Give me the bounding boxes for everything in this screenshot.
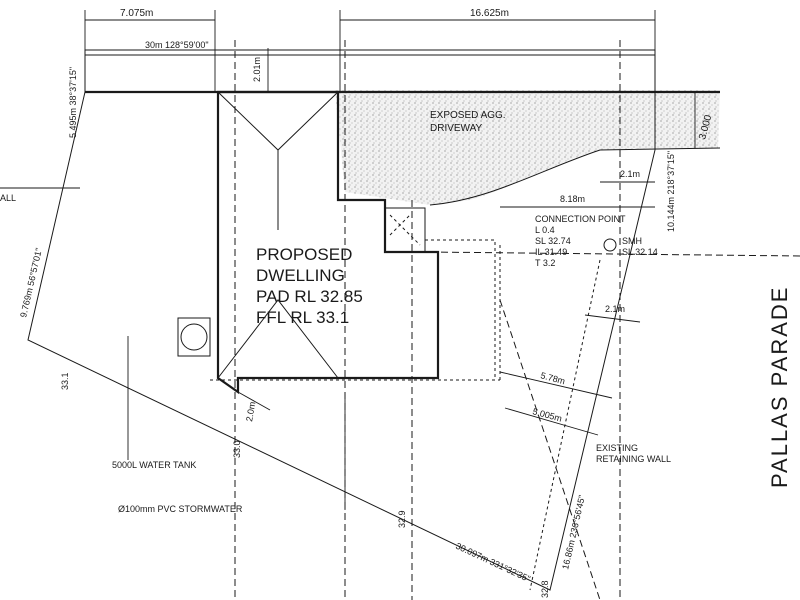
retaining-label-2: RETAINING WALL	[596, 454, 671, 464]
dim-top-right-label: 16.625m	[470, 8, 509, 19]
rl-bottom-mid-label: 32.9	[397, 510, 407, 528]
bottom-boundary-label: 30.097m 331°32'35"	[454, 541, 532, 584]
roof-hip-lines	[217, 91, 339, 379]
water-tank-label: 5000L WATER TANK	[112, 460, 196, 470]
wall-fragment-label: ALL	[0, 193, 16, 203]
driveway-area	[335, 90, 720, 205]
dim-side-setback-b	[584, 314, 641, 323]
left-short-label: 5.495m 38°37'15"	[68, 67, 78, 138]
top-boundary-label: 30m 128°59'00"	[145, 40, 209, 50]
garage-wall	[425, 239, 496, 378]
dim-top-left-label: 7.075m	[120, 8, 153, 19]
rl-left-label: 33.1	[60, 372, 70, 390]
dim-rear-b	[504, 407, 599, 436]
water-tank	[180, 323, 208, 351]
retaining-label-1: EXISTING	[596, 443, 638, 453]
right-upper-label: 10.144m 218°37'15"	[666, 151, 676, 232]
dwelling-label-1: PROPOSED	[256, 245, 352, 264]
connection-label: CONNECTION POINT	[535, 214, 626, 224]
conn-sl-label: SL 32.74	[535, 236, 571, 246]
side-setback-b-label: 2.1m	[605, 304, 625, 314]
dim-rear-a	[499, 371, 613, 399]
driveway-label-1: EXPOSED AGG.	[430, 110, 506, 121]
conn-t-label: T 3.2	[535, 258, 555, 268]
smh-sl-label: SL 32.14	[622, 247, 658, 257]
dwelling-outline	[216, 90, 440, 395]
dim-rear-setback	[237, 391, 271, 411]
dwelling-label-4: FFL RL 33.1	[256, 308, 349, 327]
sewer-manhole-icon	[603, 238, 617, 252]
rear-setback-line	[499, 299, 601, 600]
rear-dist-b-label: 5.005m	[531, 406, 563, 423]
conn-il-label: IL 31.49	[535, 247, 567, 257]
left-long-label: 9.769m 56°57'01"	[18, 247, 44, 319]
street-name-label: PALLAS PARADE	[767, 286, 792, 488]
smh-label: SMH	[622, 236, 642, 246]
sewer-offset-label: 8.18m	[560, 194, 585, 204]
porch-hatch	[389, 214, 421, 246]
stormwater-label: Ø100mm PVC STORMWATER	[118, 504, 243, 514]
driveway-label-2: DRIVEWAY	[430, 123, 483, 134]
rl-bottom-left-label: 33.0	[232, 440, 242, 458]
rear-setback-label: 2.0m	[244, 401, 257, 422]
sewer-line	[429, 251, 800, 257]
dwelling-label-3: PAD RL 32.85	[256, 287, 363, 306]
side-setback-a-label: 2.1m	[620, 169, 640, 179]
dwelling-label-2: DWELLING	[256, 266, 345, 285]
driveway-edge	[429, 147, 721, 206]
front-setback-label: 2.01m	[252, 57, 262, 82]
water-tank-pad	[177, 317, 211, 357]
rl-bottom-right-label: 32.8	[540, 580, 550, 598]
porch-area	[384, 207, 426, 253]
conn-l-label: L 0.4	[535, 225, 555, 235]
